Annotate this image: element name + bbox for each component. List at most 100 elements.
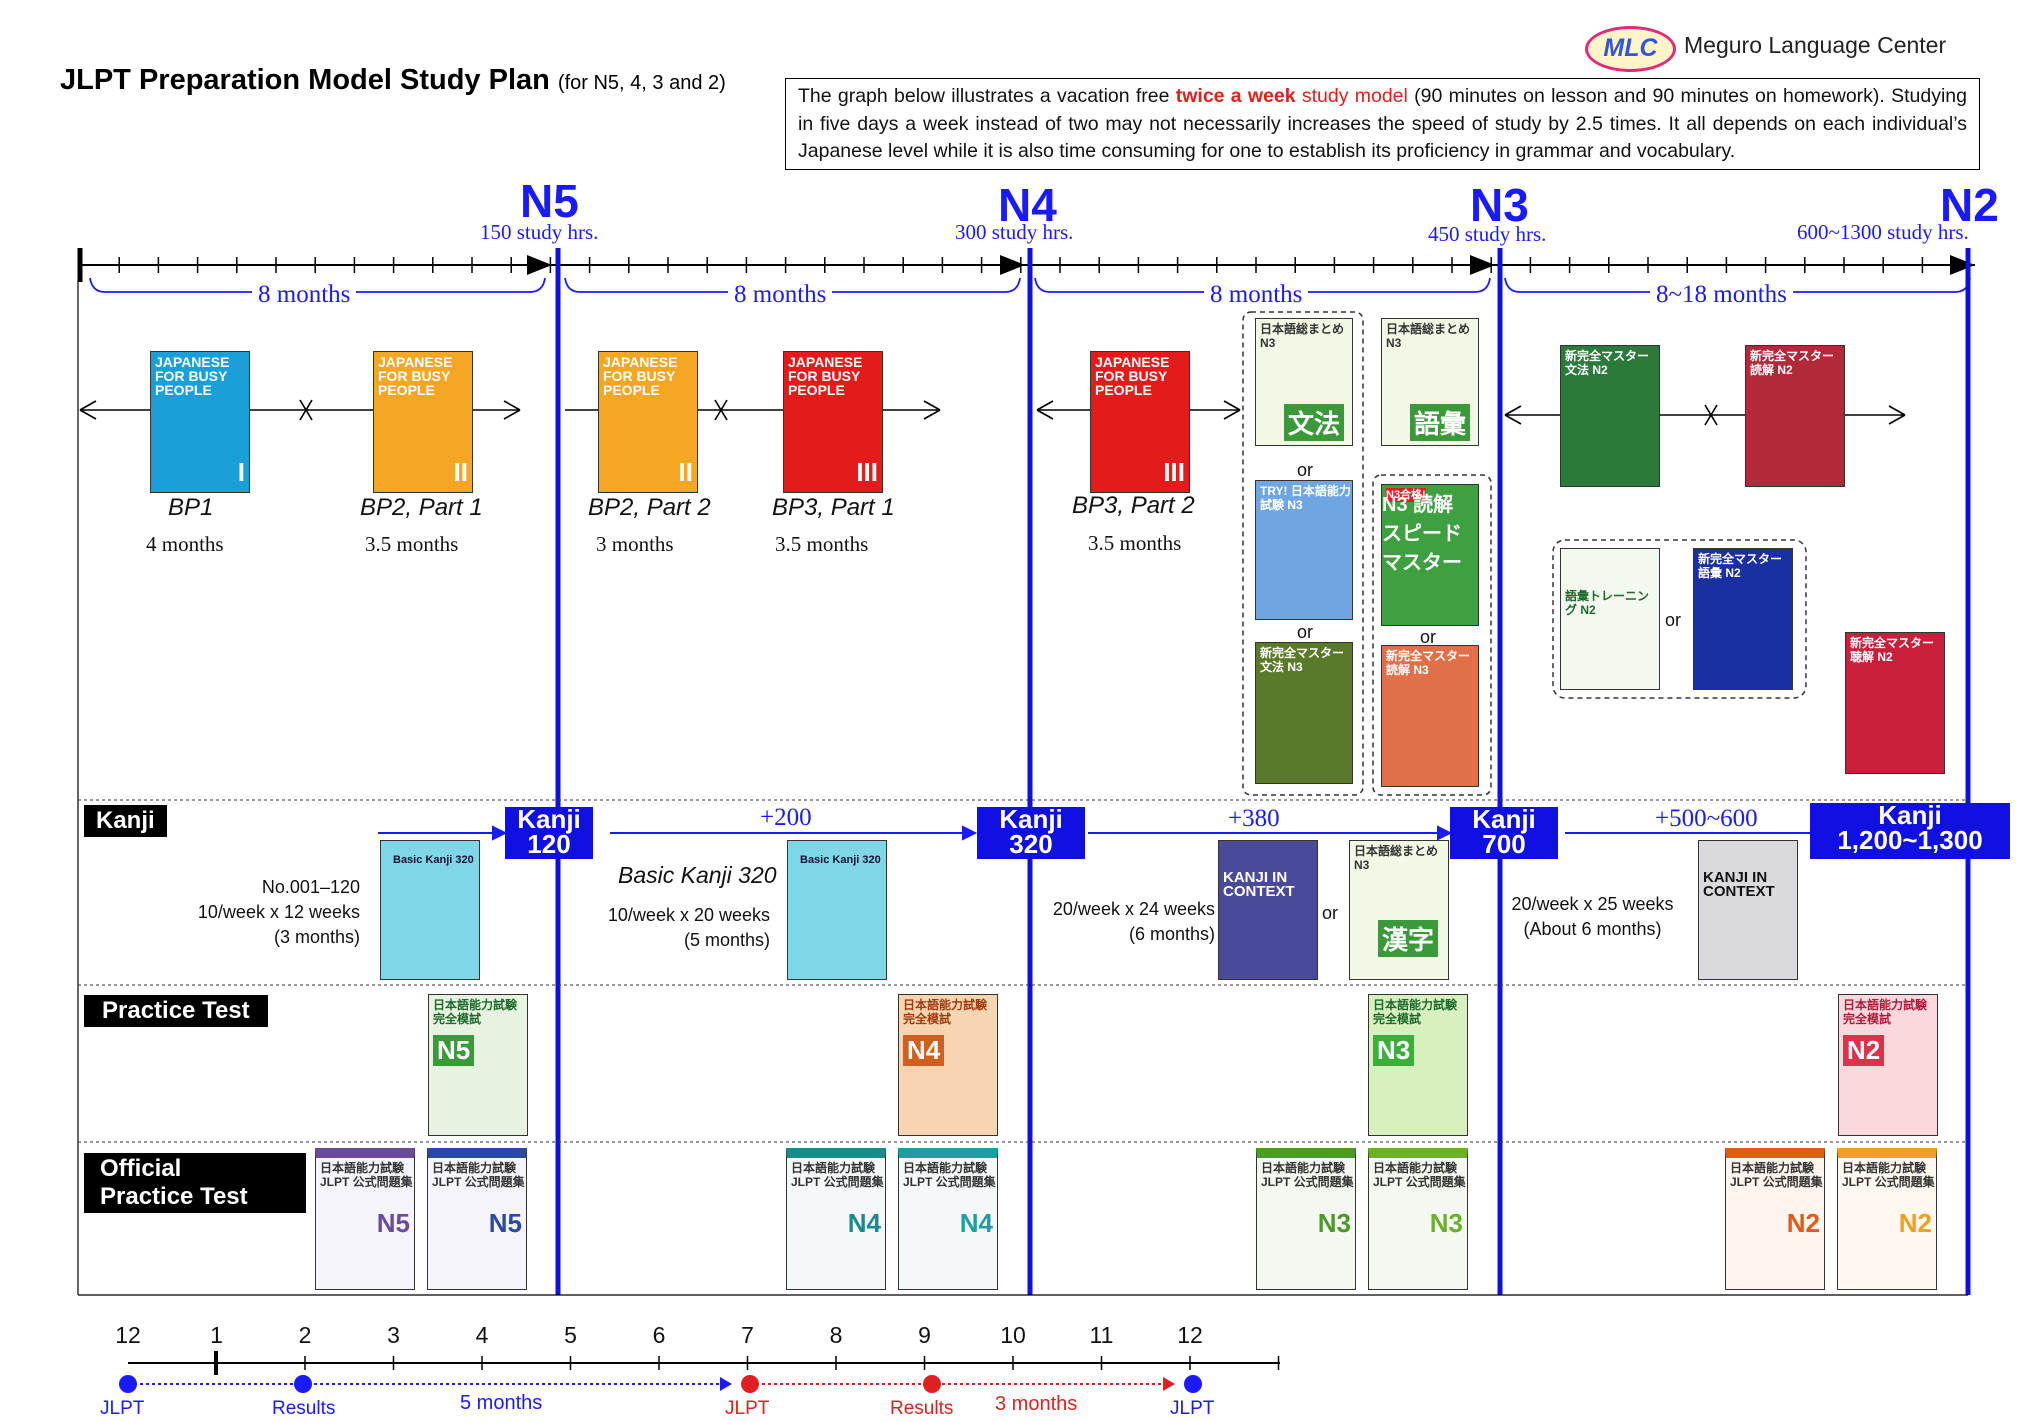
or-label: or <box>1420 627 1437 647</box>
calendar-month: 12 <box>1177 1322 1203 1348</box>
calendar-month: 5 <box>564 1322 577 1348</box>
cal-gap-2: 3 months <box>995 1393 1078 1415</box>
kanji-milestone-120: Kanji 120 <box>505 806 593 859</box>
duration-bp1: 4 months <box>146 532 224 556</box>
kanji-milestone-1200: Kanji 1,200~1,300 <box>1810 802 2010 859</box>
brand-name: Meguro Language Center <box>1684 32 1947 58</box>
n3-book-groups <box>1242 311 1807 796</box>
timeline-arrow-n2 <box>1950 255 1975 275</box>
calendar-month: 1 <box>210 1322 223 1348</box>
level-n2: N2 <box>1940 179 1999 231</box>
book-try-n3: TRY! 日本語能力試験 N3 <box>1255 480 1353 620</box>
hours-n4: 300 study hrs. <box>955 220 1074 244</box>
book-sm-reading-n3: 新完全マスター 読解 N3 <box>1381 645 1479 787</box>
book-grammar-n2: 新完全マスター 文法 N2 <box>1560 345 1660 487</box>
duration-bp2-part1: 3.5 months <box>365 532 459 556</box>
textbook-arrows <box>79 399 1906 426</box>
book-kanji-in-context-1: KANJI IN CONTEXT <box>1218 840 1318 980</box>
period-label-1: 8 months <box>252 281 357 309</box>
period-label-4: 8~18 months <box>1650 281 1793 309</box>
kanji-plan-2: 10/week x 20 weeks (5 months) <box>607 905 770 950</box>
kanji-increment-600: +500~600 <box>1655 805 1758 832</box>
kanji-arrows <box>378 825 1810 841</box>
calendar-month: 6 <box>652 1322 666 1348</box>
kanji-plan-3: 20/week x 24 weeks (6 months) <box>1052 899 1215 944</box>
calendar-axis <box>119 1351 1280 1393</box>
jlpt-dot-1 <box>119 1375 137 1393</box>
calendar-month: 7 <box>741 1322 754 1348</box>
practice-test-label: Practice Test <box>84 995 268 1027</box>
duration-bp3-part1: 3.5 months <box>775 532 869 556</box>
kanji-book-title: Basic Kanji 320 <box>618 862 777 888</box>
page-subtitle: (for N5, 4, 3 and 2) <box>557 72 726 94</box>
calendar-month: 4 <box>475 1322 489 1348</box>
timeline-arrow-n4 <box>1000 255 1025 275</box>
timeline-arrow-n5 <box>527 255 552 275</box>
kanji-plan-1: No.001–120 10/week x 12 weeks (3 months) <box>197 877 360 947</box>
or-label: or <box>1297 460 1314 480</box>
caption-bp3-part2: BP3, Part 2 <box>1072 492 1195 519</box>
duration-bp3-part2: 3.5 months <box>1088 531 1182 555</box>
calendar-month: 3 <box>387 1322 400 1348</box>
book-listening-n2: 新完全マスター 聴解 N2 <box>1845 632 1945 774</box>
or-label: or <box>1322 903 1339 923</box>
kanji-milestone-320: Kanji 320 <box>977 806 1085 859</box>
calendar-month: 10 <box>1000 1322 1026 1348</box>
caption-bp2-part1: BP2, Part 1 <box>360 494 483 521</box>
book-training-n2: 語彙トレーニング N2 <box>1560 548 1660 690</box>
book-basic-kanji-1: Basic Kanji 320 <box>380 840 480 980</box>
duration-bp2-part2: 3 months <box>596 532 674 556</box>
kanji-increment-200: +200 <box>760 804 812 831</box>
jlpt-dot-3 <box>1184 1375 1202 1393</box>
results-dot-1 <box>294 1375 312 1393</box>
cal-results-1: Results <box>272 1398 336 1419</box>
hours-n3: 450 study hrs. <box>1428 222 1547 246</box>
period-label-2: 8 months <box>728 281 833 309</box>
or-label: or <box>1297 622 1314 642</box>
mlc-logo: MLC <box>1585 26 1676 72</box>
book-vocab-n2: 新完全マスター 語彙 N2 <box>1693 548 1793 690</box>
hours-n5: 150 study hrs. <box>480 220 599 244</box>
caption-bp3-part1: BP3, Part 1 <box>772 494 895 521</box>
cal-jlpt-1: JLPT <box>100 1398 145 1419</box>
book-kanji-in-context-2: KANJI IN CONTEXT <box>1698 840 1798 980</box>
timeline-arrow-n3 <box>1470 255 1495 275</box>
kanji-section-label: Kanji <box>84 805 167 837</box>
caption-bp2-part2: BP2, Part 2 <box>588 494 711 521</box>
level-lines <box>555 248 1971 1295</box>
calendar-month: 8 <box>829 1322 843 1348</box>
cal-jlpt-3: JLPT <box>1170 1398 1215 1419</box>
description-note: The graph below illustrates a vacation f… <box>785 78 1980 170</box>
calendar-month: 2 <box>298 1322 312 1348</box>
cal-jlpt-2: JLPT <box>725 1398 770 1419</box>
timeline-ticks <box>79 257 1924 273</box>
kanji-plan-4: 20/week x 25 weeks (About 6 months) <box>1511 894 1674 939</box>
cal-gap-1: 5 months <box>460 1392 543 1414</box>
level-n4: N4 <box>998 179 1057 231</box>
level-n3: N3 <box>1470 179 1529 231</box>
level-n5: N5 <box>520 175 579 227</box>
calendar-month: 12 <box>115 1322 141 1348</box>
calendar-month: 11 <box>1089 1322 1114 1348</box>
book-reading-n2: 新完全マスター 読解 N2 <box>1745 345 1845 487</box>
calendar-month: 9 <box>918 1322 931 1348</box>
results-dot-2 <box>923 1375 941 1393</box>
hours-n2: 600~1300 study hrs. <box>1797 220 1969 244</box>
kanji-milestone-700: Kanji 700 <box>1450 806 1558 859</box>
